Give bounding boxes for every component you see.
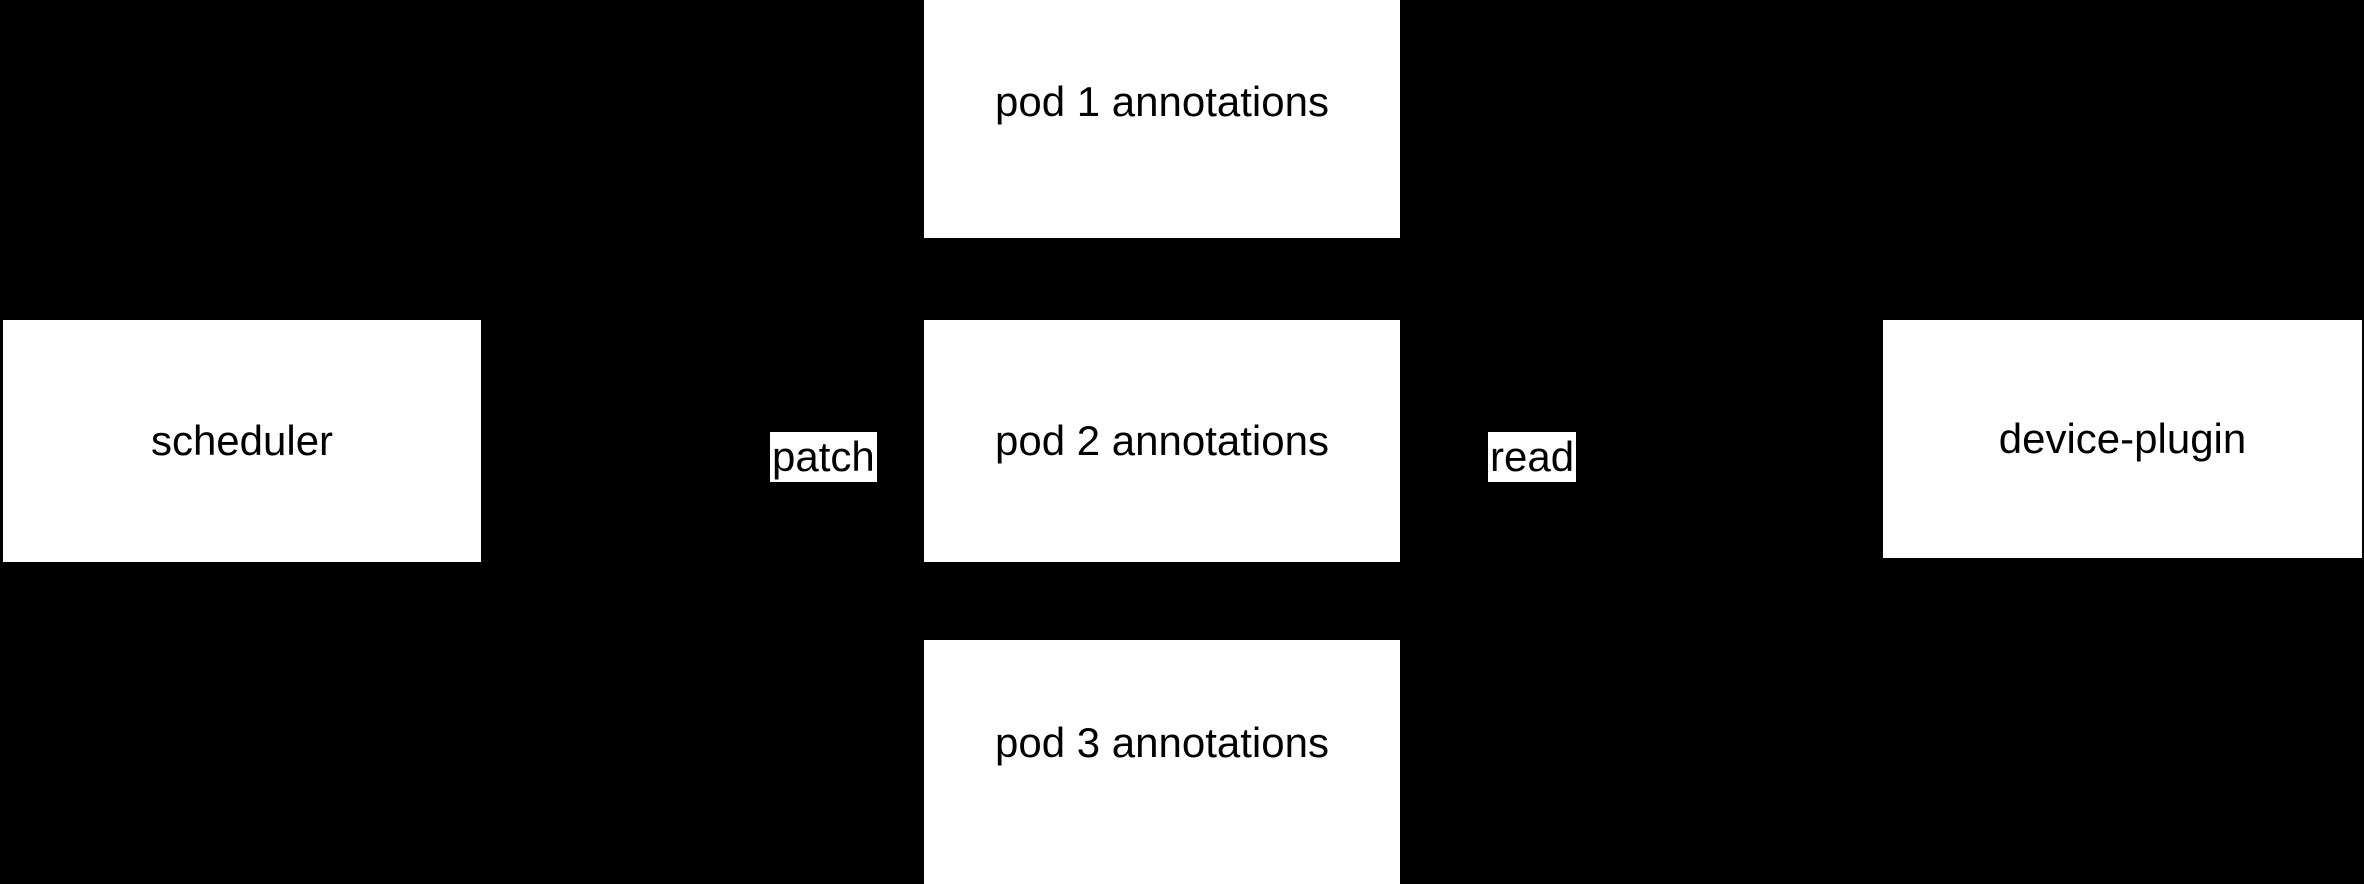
node-pod-2-annotations[interactable]: pod 2 annotations	[924, 320, 1400, 562]
node-pod-1-annotations-label: pod 1 annotations	[995, 78, 1329, 125]
node-pod-2-annotations-label: pod 2 annotations	[995, 416, 1329, 464]
node-device-plugin[interactable]: device-plugin	[1883, 320, 2362, 558]
node-scheduler[interactable]: scheduler	[3, 320, 481, 562]
edge-label-patch: patch	[770, 432, 877, 482]
edge-label-read: read	[1488, 432, 1577, 482]
node-device-plugin-label: device-plugin	[1998, 414, 2247, 462]
node-pod-1-annotations[interactable]: pod 1 annotations	[924, 0, 1400, 238]
node-pod-3-annotations-label: pod 3 annotations	[995, 719, 1329, 766]
node-pod-3-annotations[interactable]: pod 3 annotations	[924, 640, 1400, 884]
node-scheduler-label: scheduler	[150, 416, 334, 464]
